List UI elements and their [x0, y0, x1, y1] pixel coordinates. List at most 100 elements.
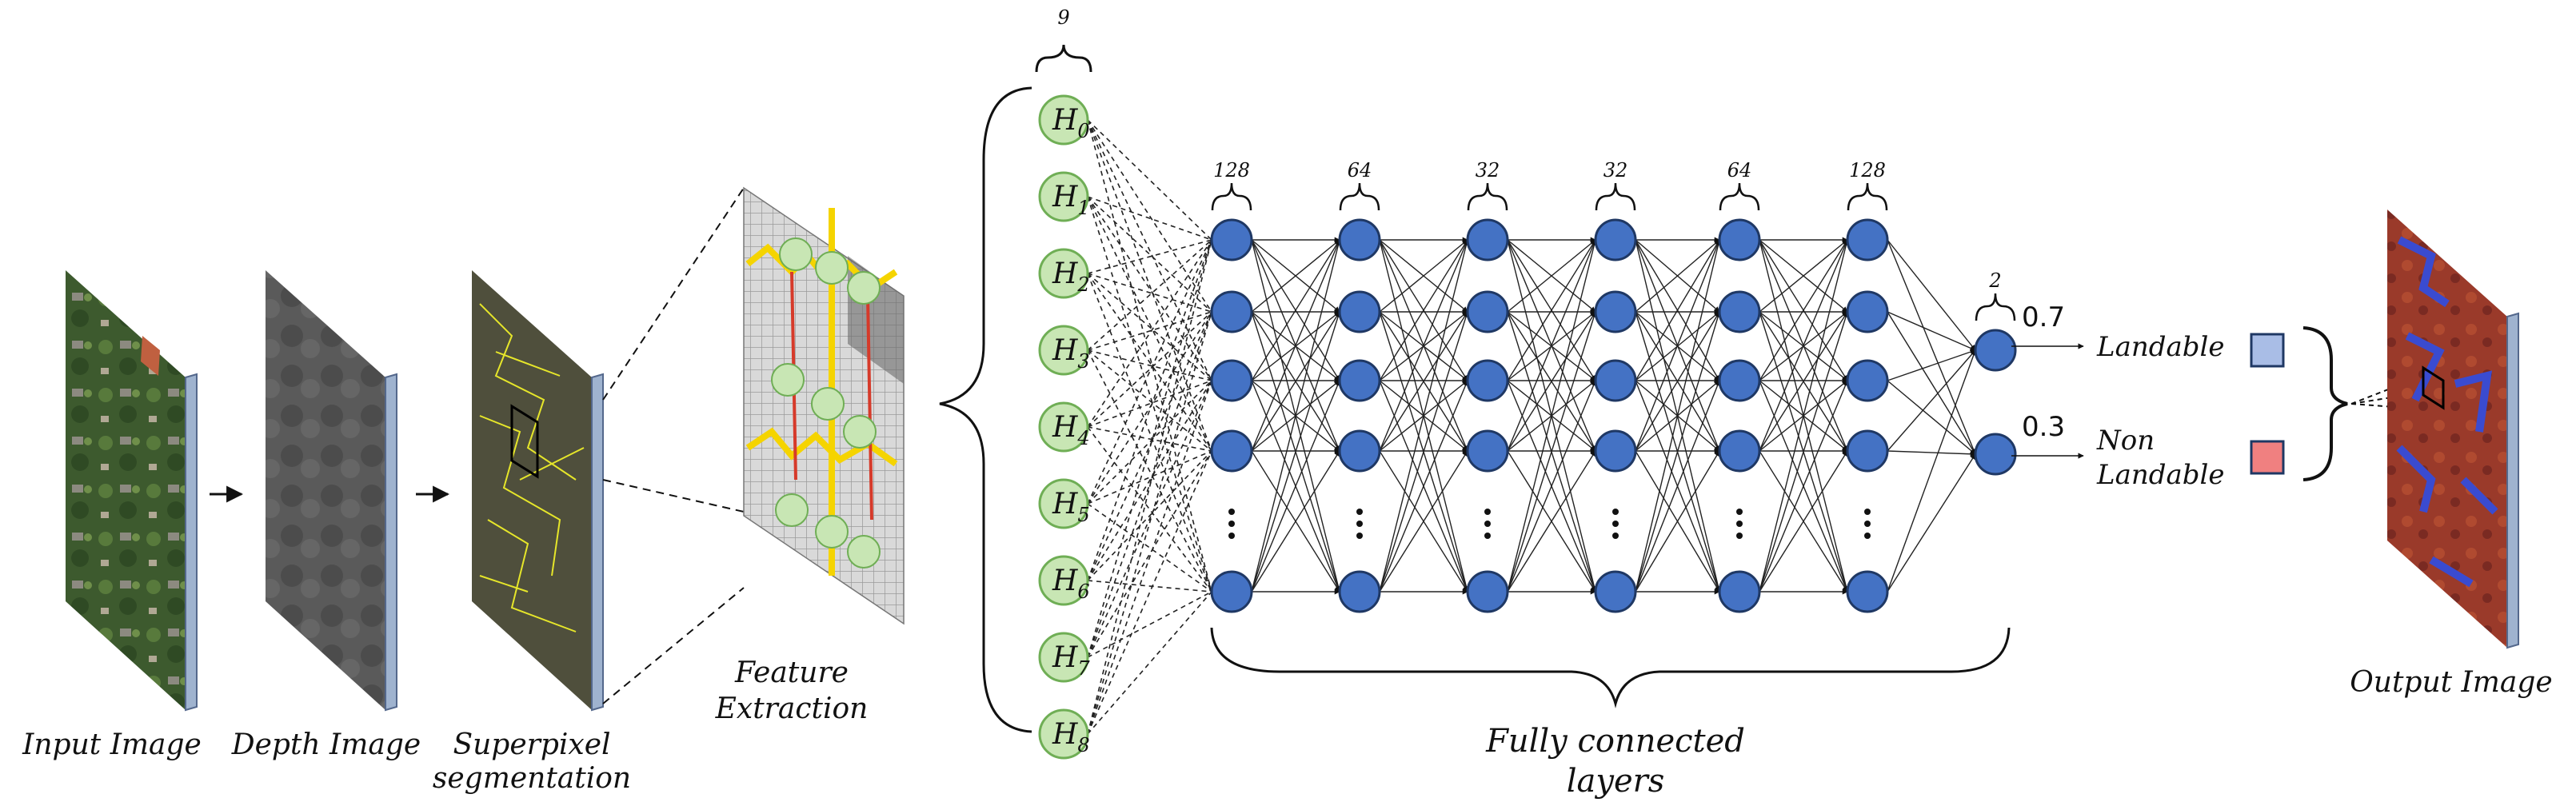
hidden-node	[1210, 359, 1253, 402]
layer-edge	[1507, 239, 1596, 452]
layer-edge	[1887, 239, 1976, 351]
layer-edge	[1251, 311, 1340, 452]
layer-edge	[1635, 239, 1720, 381]
hidden-node	[1338, 290, 1381, 333]
feature-label-line1: Feature	[734, 656, 849, 689]
depth-image-panel	[266, 270, 397, 712]
ellipsis-dot	[1612, 533, 1619, 539]
input-edge	[1087, 311, 1212, 428]
input-edge	[1087, 119, 1212, 452]
ellipsis-dot	[1736, 533, 1743, 539]
input-edge	[1087, 239, 1212, 428]
non-landable-color-swatch	[2250, 440, 2285, 475]
input-count-brace	[1035, 44, 1092, 73]
ellipsis-dot	[1864, 521, 1871, 527]
input-edge	[1087, 273, 1212, 313]
input-edge	[1087, 239, 1212, 735]
hidden-node	[1846, 290, 1889, 333]
input-edge	[1087, 196, 1212, 241]
hidden-node	[1466, 290, 1509, 333]
superpixel-label-line1: Superpixel	[453, 728, 610, 761]
depth-image-label: Depth Image	[231, 728, 421, 761]
layer-edge	[1635, 239, 1721, 593]
layer-brace	[1467, 182, 1508, 211]
hidden-node	[1210, 570, 1253, 613]
layer-edge	[1887, 450, 1976, 457]
input-edge	[1087, 119, 1212, 241]
input-edge	[1087, 349, 1212, 593]
input-node	[1038, 555, 1089, 606]
layer-size-label: 64	[1348, 159, 1372, 182]
layer-edge	[1251, 239, 1340, 313]
layer-edge	[1251, 239, 1340, 452]
layer-edge	[1759, 450, 1848, 593]
layer-edge	[1635, 450, 1720, 593]
input-edge	[1087, 311, 1212, 351]
input-edge	[1087, 273, 1212, 452]
layer-edge	[1251, 450, 1340, 593]
layer-size-label: 128	[1213, 159, 1250, 182]
input-node	[1038, 478, 1089, 529]
input-edge	[1087, 450, 1212, 581]
input-edge	[1087, 239, 1212, 274]
layer-edge	[1379, 239, 1468, 313]
layer-edge	[1759, 239, 1848, 313]
input-edge	[1087, 349, 1212, 452]
network-connections	[1087, 119, 1977, 735]
hidden-node	[1466, 570, 1509, 613]
layer-edge	[1635, 311, 1720, 452]
ellipsis-dot	[1228, 509, 1235, 515]
output-image-panel	[2387, 209, 2519, 649]
input-edge	[1087, 196, 1212, 381]
layer-edge	[1887, 453, 1976, 593]
layer-size-label: 2	[1988, 269, 2001, 292]
hidden-node	[1594, 359, 1637, 402]
layer-edge	[1635, 239, 1720, 452]
input-edge	[1087, 119, 1212, 593]
layer-edge	[1507, 311, 1597, 593]
input-group-brace	[939, 86, 1032, 733]
layer-edge	[1507, 380, 1596, 593]
layer-brace	[1975, 293, 2016, 321]
input-node	[1038, 248, 1089, 299]
layer-edge	[1379, 239, 1468, 452]
input-edge	[1087, 450, 1212, 735]
input-edge	[1087, 380, 1212, 428]
input-node-label: H7	[1052, 641, 1090, 680]
hidden-node	[1594, 290, 1637, 333]
landable-color-swatch	[2250, 333, 2285, 368]
input-edge	[1087, 239, 1212, 351]
ellipsis-dot	[1612, 521, 1619, 527]
layer-edge	[1887, 311, 1976, 351]
input-node	[1038, 325, 1089, 376]
input-edge	[1087, 426, 1212, 593]
input-edge	[1087, 273, 1212, 381]
input-image-label: Input Image	[22, 728, 202, 761]
hidden-node	[1718, 218, 1761, 261]
input-node-label: H6	[1052, 565, 1090, 603]
landable-label: Landable	[2096, 331, 2225, 363]
layer-edge	[1507, 239, 1596, 313]
input-edge	[1087, 380, 1212, 581]
layer-edge	[1759, 239, 1849, 593]
ellipsis-dot	[1484, 521, 1491, 527]
hidden-node	[1846, 570, 1889, 613]
input-edge	[1087, 311, 1212, 735]
input-node	[1038, 171, 1089, 222]
ellipsis-dot	[1228, 521, 1235, 527]
input-image-panel	[66, 270, 198, 712]
layer-size-label: 64	[1727, 159, 1752, 182]
hidden-node	[1974, 329, 2017, 372]
layer-brace	[1339, 182, 1380, 211]
input-edge	[1087, 503, 1212, 593]
input-node	[1038, 401, 1089, 453]
layer-brace	[1847, 182, 1888, 211]
hidden-node	[1974, 433, 2017, 476]
input-edge	[1087, 273, 1212, 593]
layer-edge	[1759, 239, 1848, 452]
hidden-node	[1466, 218, 1509, 261]
hidden-node	[1338, 359, 1381, 402]
layer-size-label: 128	[1849, 159, 1886, 182]
input-edge	[1087, 239, 1212, 581]
